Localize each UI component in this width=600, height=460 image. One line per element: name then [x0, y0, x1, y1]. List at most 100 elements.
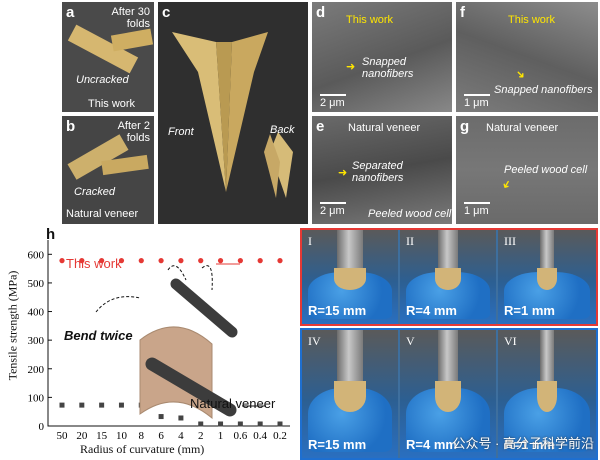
wrapped-veneer — [435, 267, 461, 291]
panel-d: d This work Snapped nanofibers ➜ 2 μm — [312, 2, 452, 112]
state-text: Uncracked — [76, 74, 129, 86]
x-tick-label: 2 — [198, 430, 204, 442]
x-axis-label: Radius of curvature (mm) — [80, 442, 205, 456]
this-work-point — [138, 258, 144, 264]
sample-title: Natural veneer — [486, 122, 559, 134]
panel-label: h — [46, 228, 56, 243]
rod-photo-2: II R=4 mm — [400, 230, 496, 324]
photo-index: VI — [504, 334, 517, 348]
this-work-point — [158, 258, 164, 264]
wrapped-veneer — [435, 381, 461, 412]
panel-c: c Front Back — [158, 2, 308, 224]
this-work-legend: This work — [66, 256, 122, 271]
this-work-point — [198, 258, 204, 264]
state-text: Cracked — [74, 186, 115, 198]
panel-a: a After 30 folds Uncracked This work — [62, 2, 154, 112]
x-tick-label: 1 — [218, 430, 224, 442]
annotation-text: Snapped nanofibers — [362, 56, 414, 80]
veneer-point — [59, 402, 65, 408]
arrow-icon: ➜ — [498, 177, 514, 192]
panel-f: f This work Snapped nanofibers ➜ 1 μm — [456, 2, 598, 112]
inset-label: Bend twice — [64, 328, 133, 343]
wrapped-veneer — [334, 381, 366, 412]
sample-name: This work — [88, 98, 136, 110]
panel-label: e — [316, 118, 325, 135]
y-tick-label: 300 — [28, 335, 45, 347]
scale-bar — [464, 94, 490, 96]
wrapped-veneer — [537, 381, 557, 412]
scale-text: 1 μm — [464, 205, 489, 217]
scale-bar — [320, 202, 346, 204]
arrow-icon: ➜ — [338, 167, 348, 179]
y-axis-label: Tensile strength (MPa) — [5, 270, 20, 381]
y-tick-label: 600 — [28, 249, 45, 261]
panel-b: b After 2 folds Cracked Natural veneer — [62, 116, 154, 224]
sample-title: This work — [508, 14, 556, 26]
panel-label: a — [66, 4, 75, 21]
panel-e: e Natural veneer Separated nanofibers ➜ … — [312, 116, 452, 224]
radius-label: R=15 mm — [308, 437, 367, 452]
veneer-point — [198, 421, 204, 427]
radius-label: R=4 mm — [406, 303, 457, 318]
radius-label: R=4 mm — [406, 437, 457, 452]
this-work-point — [257, 258, 263, 264]
sample-name: Natural veneer — [66, 208, 139, 220]
panel-g: g Natural veneer Peeled wood cell ➜ 1 μm — [456, 116, 598, 224]
folded-veneer-strip — [110, 28, 154, 52]
y-tick-label: 400 — [28, 307, 45, 319]
x-tick-label: 20 — [76, 430, 88, 442]
y-tick-label: 200 — [28, 364, 45, 376]
veneer-point — [99, 402, 105, 408]
fold-count-text: After 2 folds — [117, 120, 150, 144]
this-work-point — [118, 258, 125, 264]
x-tick-label: 50 — [57, 430, 69, 442]
wrapped-veneer — [537, 267, 557, 291]
this-work-point — [99, 258, 105, 264]
rod-photo-6: VI R=1 mm — [498, 330, 596, 458]
scale-text: 2 μm — [320, 205, 345, 217]
photo-index: V — [406, 334, 415, 348]
veneer-point — [237, 421, 243, 427]
scale-bar — [464, 202, 490, 204]
radius-label: R=1 mm — [504, 437, 555, 452]
photo-index: IV — [308, 334, 321, 348]
this-work-point — [79, 258, 85, 264]
veneer-point — [257, 421, 263, 427]
x-tick-label: 8 — [139, 430, 145, 442]
veneer-point — [277, 421, 283, 427]
this-work-point — [178, 258, 184, 264]
y-tick-label: 500 — [28, 278, 45, 290]
radius-label: R=1 mm — [504, 303, 555, 318]
sample-title: This work — [346, 14, 394, 26]
panel-label: f — [460, 4, 465, 21]
watermark: 公众号 · 高分子科学前沿 — [452, 436, 594, 451]
y-tick-label: 100 — [28, 392, 45, 404]
x-tick-label: 0.4 — [253, 430, 267, 442]
rod-photo-4: IV R=15 mm — [302, 330, 398, 458]
x-tick-label: 10 — [116, 430, 128, 442]
veneer-legend: Natural veneer — [190, 396, 276, 411]
this-work-point — [277, 258, 283, 264]
annotation-text: Separated nanofibers — [352, 160, 404, 184]
y-tick-label: 0 — [39, 421, 45, 433]
x-tick-label: 6 — [158, 430, 164, 442]
rod-photo-5: V R=4 mm — [400, 330, 496, 458]
photo-index: II — [406, 234, 414, 248]
scale-text: 2 μm — [320, 97, 345, 109]
paper-airplane-illustration — [172, 32, 293, 198]
panel-label: g — [460, 118, 470, 135]
annotation-text: Peeled wood cell — [368, 208, 452, 220]
fold-count-text: After 30 folds — [111, 6, 150, 30]
front-text: Front — [168, 126, 194, 138]
veneer-point — [118, 402, 124, 408]
wrapped-veneer — [334, 267, 366, 291]
x-tick-label: 0.2 — [273, 430, 287, 442]
panel-label: d — [316, 4, 326, 21]
photo-index: I — [308, 234, 312, 248]
panel-label: c — [162, 4, 171, 21]
veneer-point — [79, 402, 85, 408]
x-tick-label: 15 — [96, 430, 108, 442]
